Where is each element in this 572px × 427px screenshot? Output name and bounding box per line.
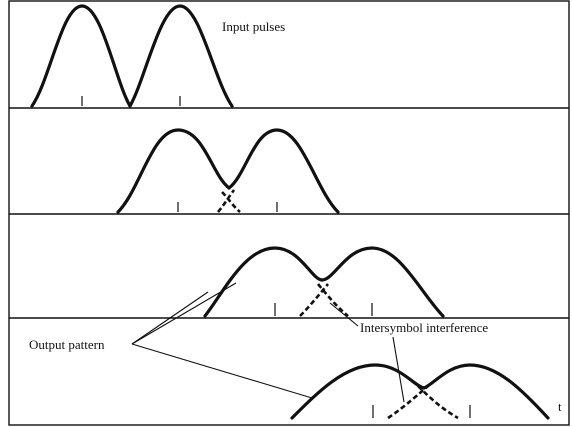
intersymbol-interference-leader xyxy=(329,302,359,327)
panel-2 xyxy=(116,128,340,214)
spread-pulse-2 xyxy=(320,246,445,318)
pulse-tail-overlap xyxy=(417,385,459,420)
spread-pulse-1 xyxy=(290,363,426,420)
intersymbol-interference-leader xyxy=(392,336,405,403)
pulse-tail-overlap xyxy=(317,283,349,317)
spread-pulse-1 xyxy=(203,246,324,318)
spread-pulse-2 xyxy=(227,128,340,214)
output-pattern-leader xyxy=(131,282,237,345)
input-pulse-2 xyxy=(128,4,234,108)
panel-1: Input pulses xyxy=(30,4,285,108)
output-pattern-leader xyxy=(131,291,209,345)
input-pulse-1 xyxy=(30,4,132,108)
output-pattern-label: Output pattern xyxy=(29,337,105,352)
pulse-tail-overlap xyxy=(387,385,429,420)
pulse-tail-overlap xyxy=(299,283,329,317)
diagram-frame xyxy=(8,0,570,426)
pulse-tail-overlap xyxy=(221,191,241,213)
intersymbol-interference-label: Intersymbol interference xyxy=(360,320,488,335)
input-pulses-label: Input pulses xyxy=(222,19,285,34)
output-pattern-leader xyxy=(131,343,313,399)
spread-pulse-1 xyxy=(116,128,231,214)
time-axis-label: t xyxy=(558,399,562,414)
spread-pulse-2 xyxy=(422,363,550,420)
panel-4: t xyxy=(290,363,562,420)
panel-3 xyxy=(203,246,445,318)
pulse-tail-overlap xyxy=(217,189,236,213)
